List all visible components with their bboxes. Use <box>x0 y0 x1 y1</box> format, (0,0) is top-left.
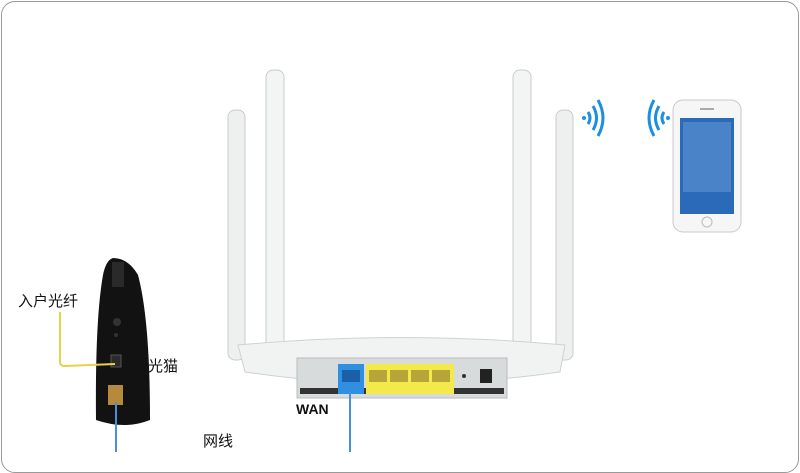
antenna <box>555 109 574 361</box>
optical-modem-label: 光猫 <box>148 357 179 375</box>
antenna <box>227 109 246 361</box>
smartphone-icon <box>672 99 742 233</box>
network-cable-label: 网线 <box>203 432 234 450</box>
wifi-signal-icon <box>582 99 605 137</box>
antenna <box>265 69 285 356</box>
wifi-signal-icon <box>647 99 670 137</box>
antenna <box>512 69 532 356</box>
router-antennas <box>227 69 574 361</box>
fiber-in-label: 入户光纤 <box>18 292 79 310</box>
router-icon <box>237 337 566 399</box>
network-diagram <box>59 69 742 452</box>
optical-modem-icon <box>95 258 150 425</box>
wan-label: WAN <box>296 401 329 417</box>
fiber-cable <box>59 312 116 368</box>
